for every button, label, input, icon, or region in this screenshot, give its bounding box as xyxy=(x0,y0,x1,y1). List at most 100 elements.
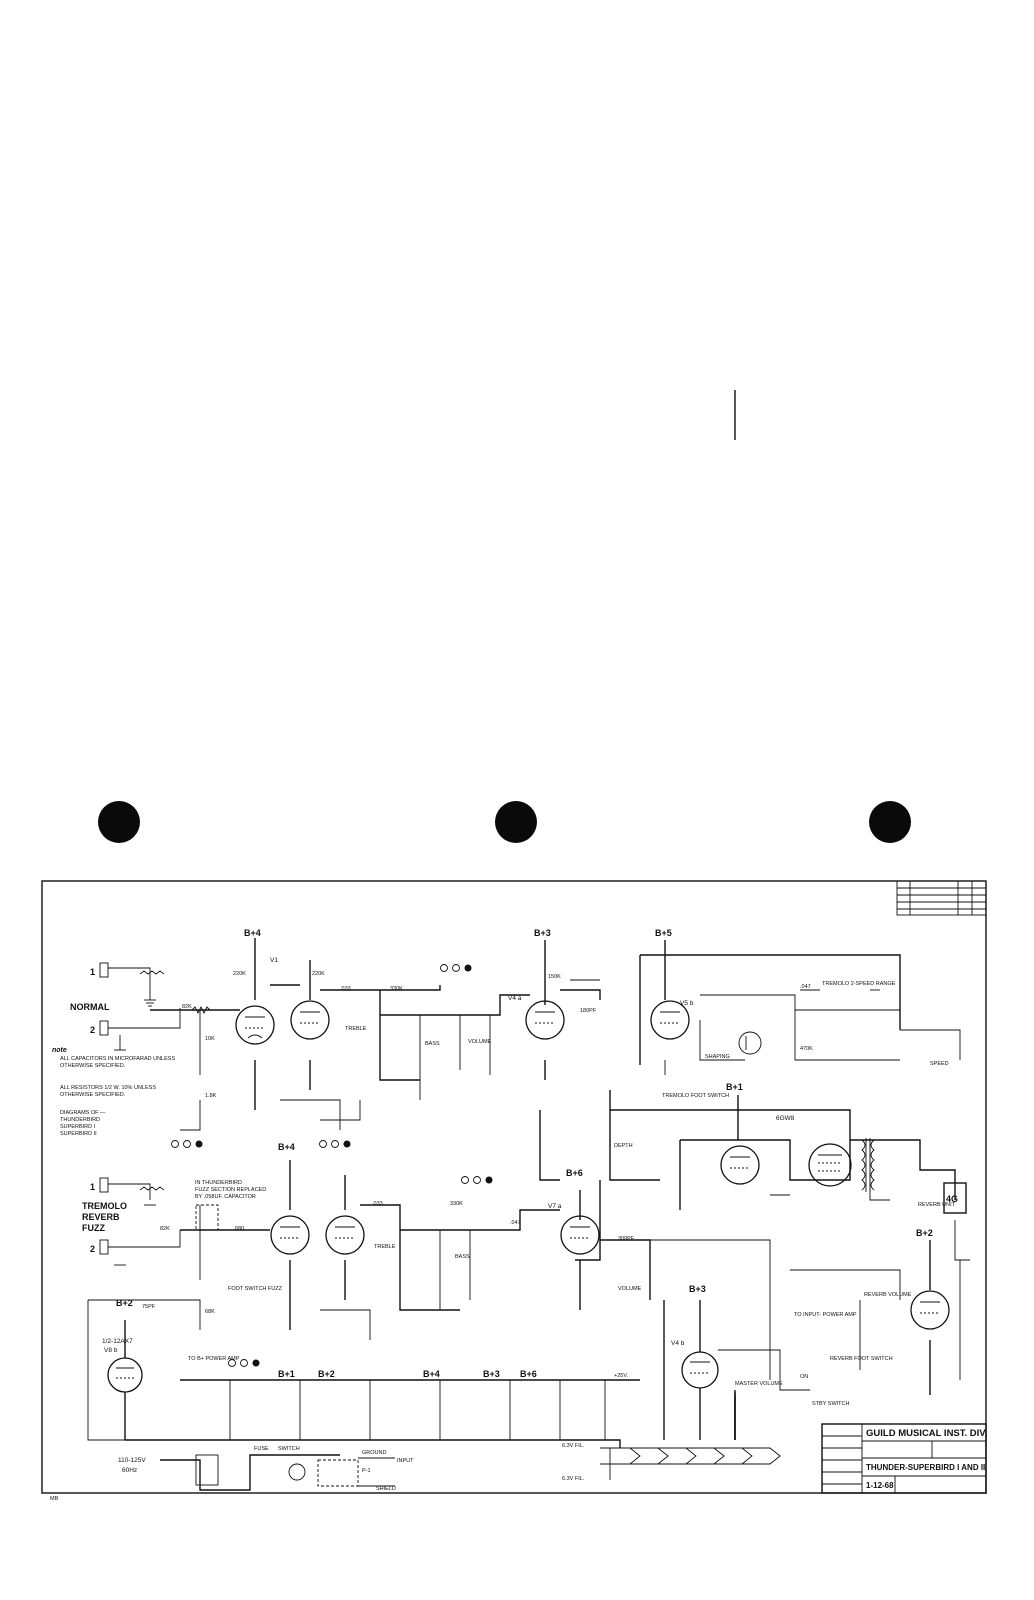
volume-upper-label: VOLUME xyxy=(468,1039,492,1045)
to-input-power-amp-label: TO INPUT- POWER AMP xyxy=(794,1312,857,1318)
tremolo-channel-label: TREMOLO xyxy=(82,1201,127,1211)
b5-label: B+5 xyxy=(655,928,672,938)
bass-upper-label: BASS xyxy=(425,1041,440,1047)
r1-8k-upper: 1.8K xyxy=(205,1093,217,1099)
b2-ps-label: B+2 xyxy=(318,1369,335,1379)
tremolo-input-jacks xyxy=(99,1177,181,1266)
p1-label: P-1 xyxy=(362,1468,371,1474)
v4b-label: V4 b xyxy=(671,1340,685,1347)
b6-label: B+6 xyxy=(566,1168,583,1178)
fuzz-channel-label: FUZZ xyxy=(82,1223,105,1233)
shaping-label: SHAPING xyxy=(705,1054,730,1060)
b1-ps-label: B+1 xyxy=(278,1369,295,1379)
tube-v7a xyxy=(560,1215,600,1255)
v5b-label: V5 b xyxy=(680,1000,694,1007)
depth-label: DEPTH xyxy=(614,1143,633,1149)
tube-v5b xyxy=(650,1000,690,1040)
tube-v3b xyxy=(325,1215,365,1255)
b4-lower-label: B+4 xyxy=(278,1142,295,1152)
binder-hole-right xyxy=(869,801,911,843)
fuzz-note-3: BY .058UF. CAPACITOR xyxy=(195,1194,256,1200)
normal-preamp-wiring xyxy=(150,938,601,1131)
c180pf-upper: 180PF xyxy=(580,1008,597,1014)
b6-ps-label: B+6 xyxy=(520,1369,537,1379)
power-supply-wiring xyxy=(125,1300,665,1448)
normal-channel-label: NORMAL xyxy=(70,1002,110,1012)
b1-label: B+1 xyxy=(726,1082,743,1092)
revision-block xyxy=(896,880,987,916)
v6-type-label: 6GW8 xyxy=(776,1115,795,1122)
r82k-lower: 82K xyxy=(160,1226,170,1232)
b4-ps-label: B+4 xyxy=(423,1369,440,1379)
company-name: GUILD MUSICAL INST. DIV. xyxy=(866,1428,987,1439)
normal-jack-1-label: 1 xyxy=(90,967,95,977)
tube-v8b xyxy=(107,1357,143,1393)
v4a-label: V4 a xyxy=(508,995,522,1002)
speaker-module xyxy=(943,1182,967,1214)
line-hz-label: 60Hz xyxy=(122,1467,137,1474)
b3-upper-label: B+3 xyxy=(534,928,551,938)
r680-lower: 680 xyxy=(235,1226,244,1232)
tremolo-transistor xyxy=(738,1031,762,1055)
volume-lower-label: VOLUME xyxy=(618,1286,642,1292)
power-amp-wiring xyxy=(539,390,970,1440)
tube-v3a xyxy=(270,1215,310,1255)
c033-lower: .033 xyxy=(372,1201,383,1207)
c75pf-lower: 75PF xyxy=(142,1304,156,1310)
input-label: INPUT xyxy=(397,1458,414,1464)
r150k-upper: 150K xyxy=(548,974,561,980)
c047-trem: .047 xyxy=(800,984,811,990)
ground-label: GROUND xyxy=(362,1450,386,1456)
reverb-recovery-wiring xyxy=(790,1240,961,1395)
drawing-title: THUNDER-SUPERBIRD I AND II xyxy=(866,1463,985,1472)
r470k-trem: 470K xyxy=(800,1046,813,1052)
shield-label: SHIELD xyxy=(376,1486,396,1492)
treble-lower-label: TREBLE xyxy=(374,1244,396,1250)
line-voltage-label: 110-125V xyxy=(118,1457,146,1464)
c033-upper: .033 xyxy=(340,986,351,992)
v1-label: V1 xyxy=(270,957,278,964)
stby-switch-label: STBY SWITCH xyxy=(812,1401,850,1407)
note-line-3: ALL RESISTORS 1/2 W. 10% UNLESS xyxy=(60,1085,156,1091)
b3-lower-label: B+3 xyxy=(689,1284,706,1294)
heater-string xyxy=(600,1447,781,1480)
fuzz-note-2: FUZZ SECTION REPLACED xyxy=(195,1187,266,1193)
r82k-upper: 82K xyxy=(182,1004,192,1010)
speed-label: SPEED xyxy=(930,1061,949,1067)
r220k-upper-2: 220K xyxy=(312,971,325,977)
v8b-type-label: 1/2-12AX7 xyxy=(102,1338,133,1345)
drawing-border xyxy=(41,880,987,1494)
r68k-lower: 68K xyxy=(205,1309,215,1315)
master-volume-wire xyxy=(718,1349,810,1391)
bass-lower-label: BASS xyxy=(455,1254,470,1260)
switch-label: SWITCH xyxy=(278,1446,300,1452)
model-dots xyxy=(171,964,493,1367)
fuse-label: FUSE xyxy=(254,1446,269,1452)
tremolo-jack-2-label: 2 xyxy=(90,1244,95,1254)
output-transformer xyxy=(861,1138,875,1192)
fuzz-note-1: IN THUNDERBIRD xyxy=(195,1180,242,1186)
tremolo-jack-1-label: 1 xyxy=(90,1182,95,1192)
note-line-5: DIAGRAMS OF — xyxy=(60,1110,106,1116)
b4-upper-label: B+4 xyxy=(244,928,261,938)
reverb-volume-label: REVERB VOLUME xyxy=(864,1292,912,1298)
to-b-power-amp-label: TO B+ POWER AMP xyxy=(188,1356,240,1362)
tremolo-oscillator-wiring xyxy=(639,940,961,1075)
note-line-6: THUNDERBIRD xyxy=(60,1117,100,1123)
note-line-7: SUPERBIRD I xyxy=(60,1124,96,1130)
reverb-foot-label: REVERB FOOT SWITCH xyxy=(830,1356,893,1362)
b2-left-label: B+2 xyxy=(116,1298,133,1308)
fuzz-box-dashed xyxy=(195,1204,219,1231)
tremolo-preamp-wiring xyxy=(87,1160,771,1441)
r10k-upper: 10K xyxy=(205,1036,215,1042)
v7a-label: V7 a xyxy=(548,1203,562,1210)
reverb-channel-label: REVERB xyxy=(82,1212,120,1222)
printer-mark: MB xyxy=(50,1496,59,1502)
tube-v4b xyxy=(681,1351,719,1389)
r330k-lower: 330K xyxy=(450,1201,463,1207)
heater-label-top: 6.3V FIL. xyxy=(562,1443,585,1449)
tube-v6-pentode xyxy=(808,1143,852,1187)
tube-v6-triode xyxy=(720,1145,760,1185)
ac-input-wiring xyxy=(160,1454,395,1491)
